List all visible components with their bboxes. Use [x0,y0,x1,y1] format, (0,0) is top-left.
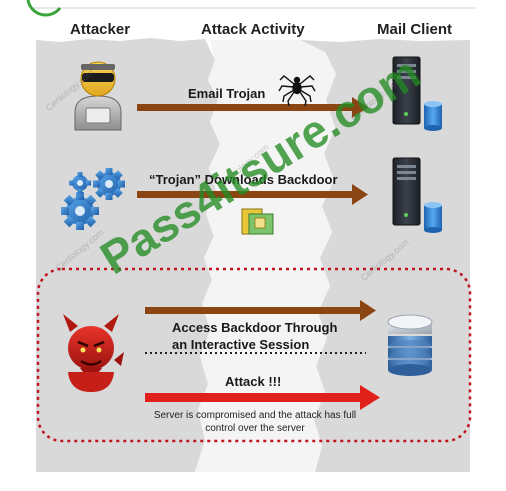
background-paper-mid [195,40,336,472]
column-heading-attacker: Attacker [70,21,131,38]
step-label-attack: Attack !!! [225,374,282,389]
compromise-note-line1: Server is compromised and the attack has… [153,410,357,421]
compromise-note: Server is compromised and the attack has… [130,409,380,435]
arrow-trojan-downloads [137,184,368,205]
devil-icon [63,314,124,392]
background-paper [36,38,220,472]
arrow-attack [145,385,380,410]
database-stack-icon [387,314,433,376]
gears-icon [61,168,125,230]
compromise-zone-border [36,267,472,443]
compromise-note-line2: control over the server [205,423,305,434]
server-icon-top [392,56,442,131]
column-heading-activity: Attack Activity [201,21,305,38]
hacker-avatar-icon [74,61,122,131]
logo-arc [26,0,62,17]
arrow-access-backdoor [145,300,376,321]
arrow-email-trojan [137,97,368,118]
column-heading-client: Mail Client [377,21,453,38]
step-label-access-line2: an Interactive Session [172,337,310,352]
step-label-trojan-downloads: “Trojan” Downloads Backdoor [149,172,338,187]
server-icon-mid [392,157,442,233]
document-icon [241,208,274,235]
step-label-email-trojan: Email Trojan [188,86,266,101]
step-label-access-line1: Access Backdoor Through [172,320,338,335]
spider-icon [278,75,316,107]
